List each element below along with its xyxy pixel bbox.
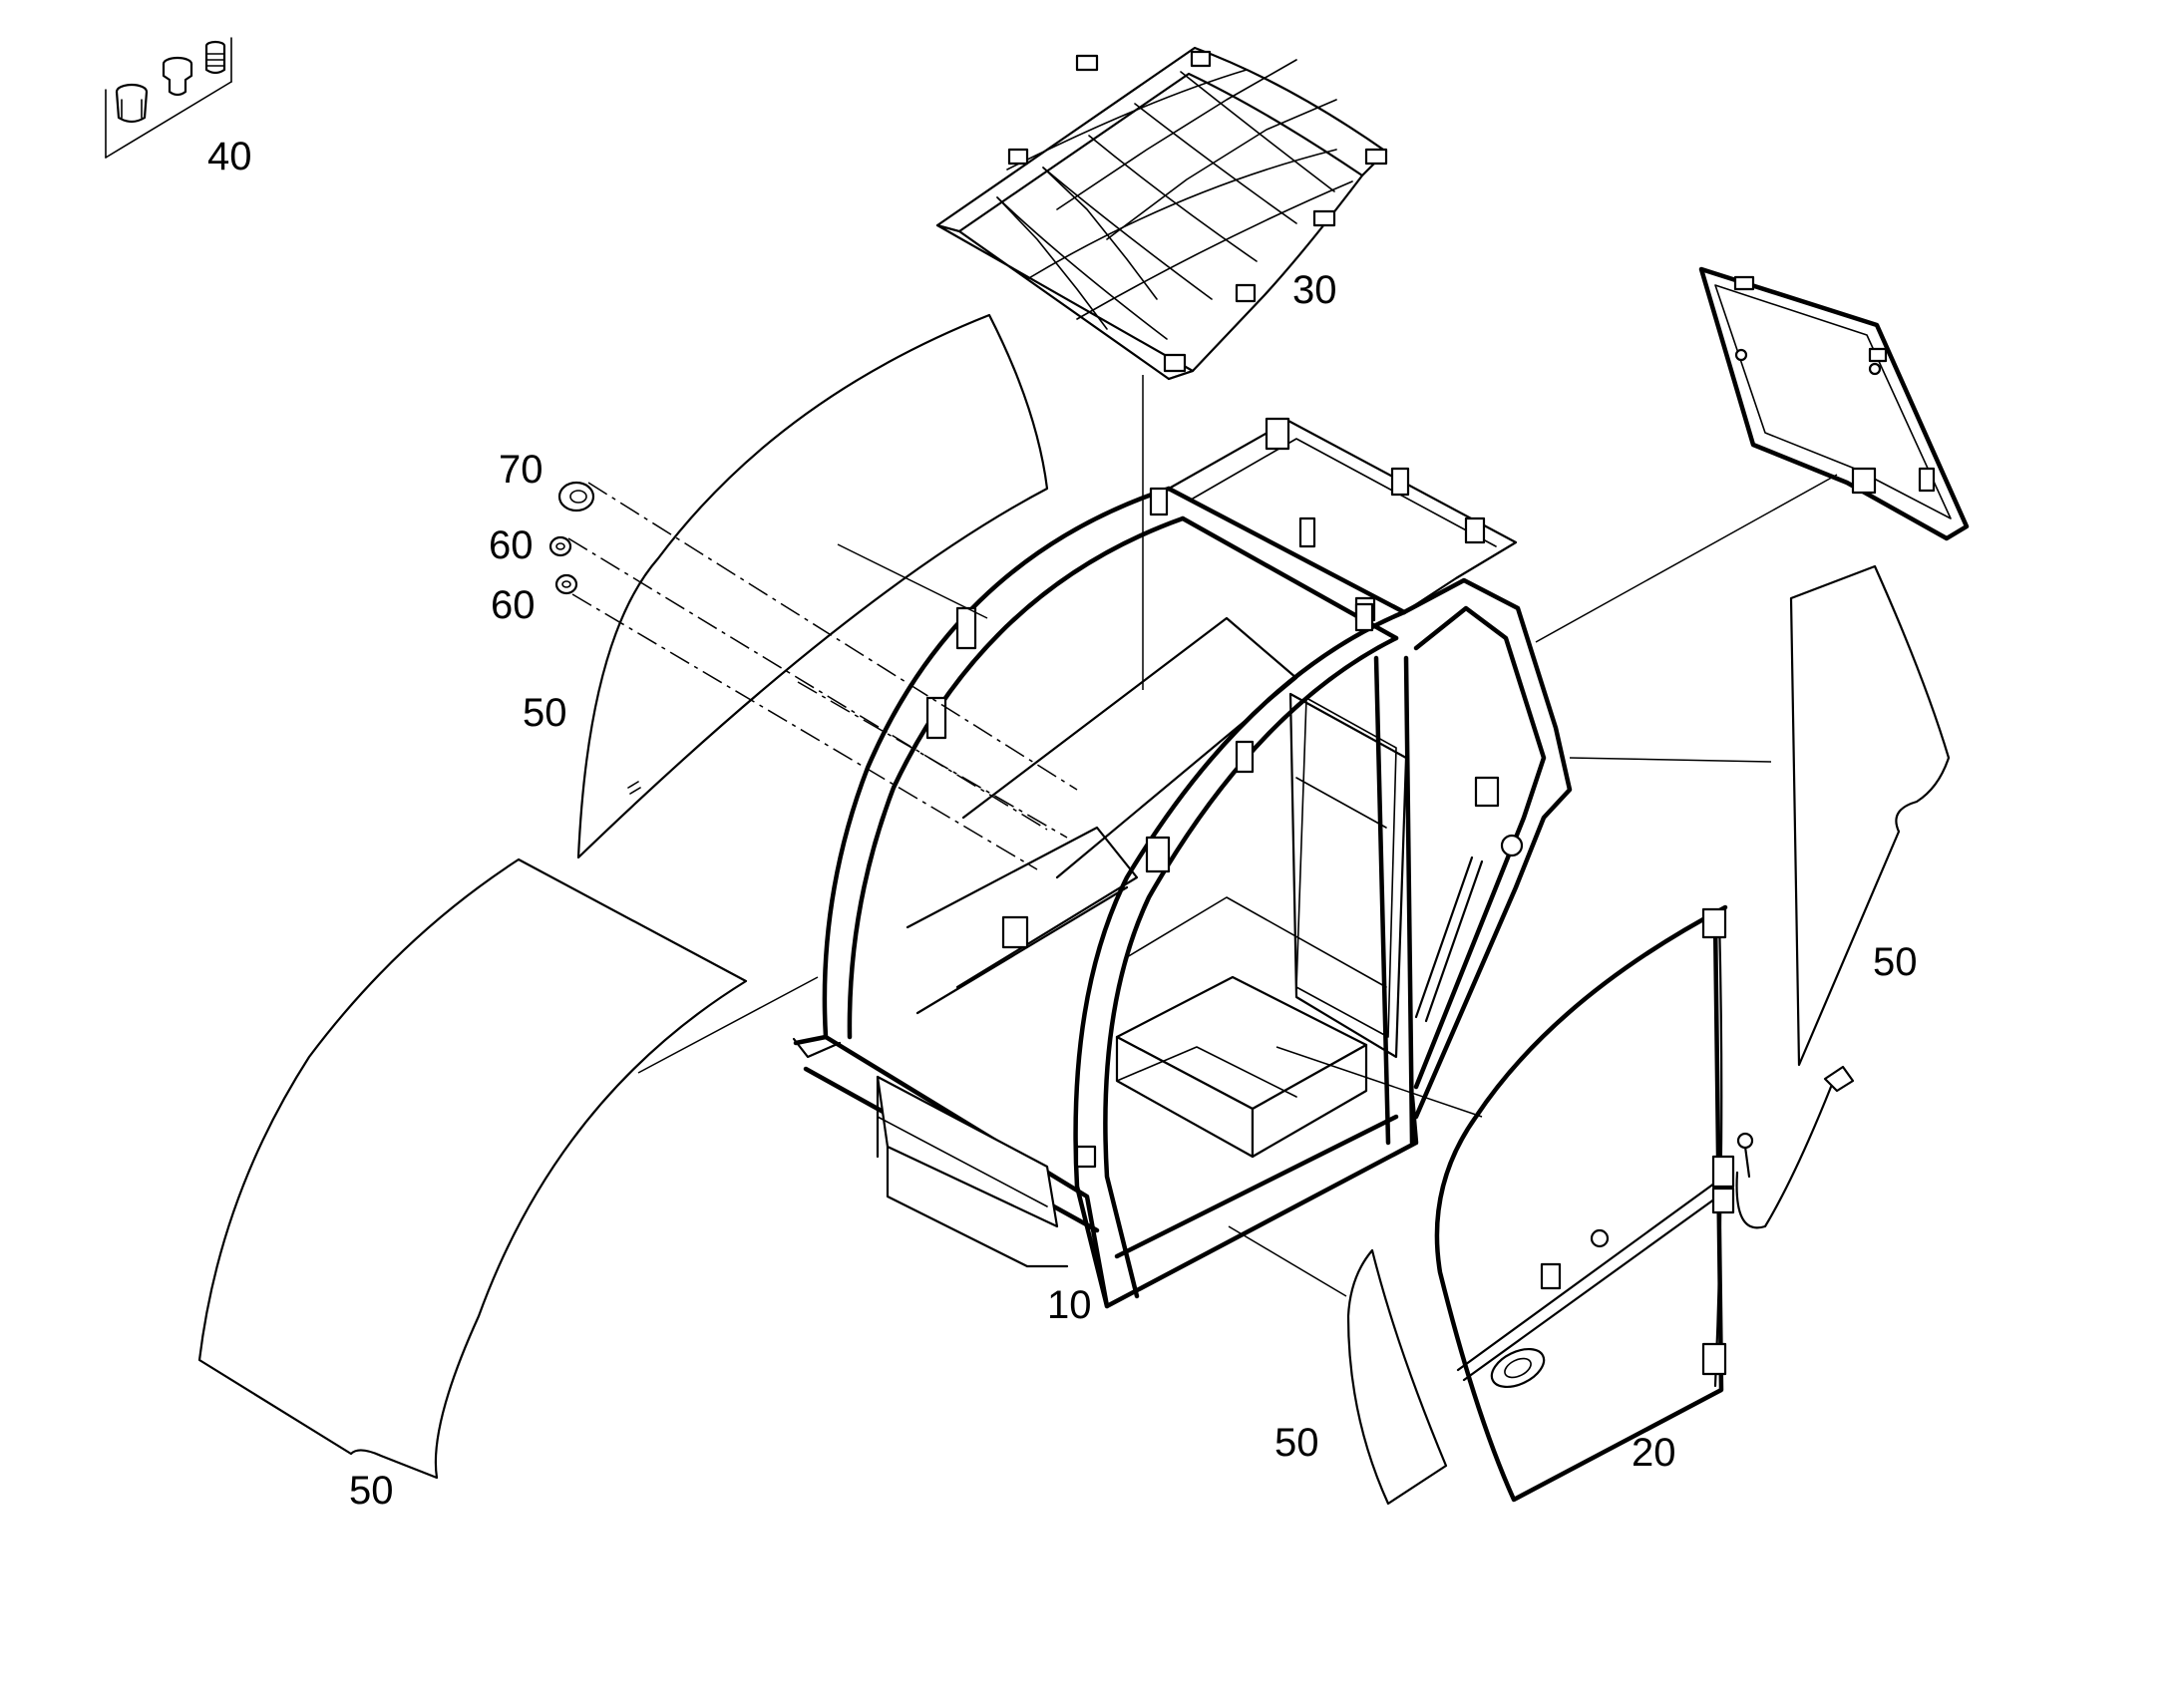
nut-upper-part[interactable] <box>548 535 572 557</box>
fastener-kit-part[interactable] <box>105 37 232 159</box>
cab-frame-part[interactable] <box>792 417 1573 1309</box>
fastener-bushing-icon <box>162 56 193 97</box>
callout-50-front: 50 <box>349 1469 394 1513</box>
callout-50-left-upper: 50 <box>523 691 567 735</box>
callout-40: 40 <box>207 135 252 178</box>
callout-60-upper: 60 <box>489 523 534 567</box>
callout-30: 30 <box>1292 268 1337 312</box>
grommet-part[interactable] <box>557 481 595 512</box>
fastener-cap-icon <box>115 83 149 124</box>
glass-right-rear-part[interactable] <box>1789 564 1951 1067</box>
callout-10: 10 <box>1047 1283 1092 1327</box>
glass-front-part[interactable] <box>197 857 748 1480</box>
rear-window-part[interactable] <box>1698 266 1970 541</box>
roof-guard-part[interactable] <box>935 46 1388 381</box>
callout-70: 70 <box>499 448 544 492</box>
callout-50-door-lower: 50 <box>1274 1421 1319 1465</box>
glass-door-lower-part[interactable] <box>1346 1248 1448 1506</box>
glass-left-upper-part[interactable] <box>576 313 1049 859</box>
callout-50-right-rear: 50 <box>1873 940 1918 984</box>
callout-60-lower: 60 <box>491 583 536 627</box>
door-part[interactable] <box>1434 904 1855 1503</box>
fastener-bolt-icon <box>204 40 226 75</box>
callout-20: 20 <box>1632 1431 1676 1475</box>
nut-lower-part[interactable] <box>554 573 578 595</box>
